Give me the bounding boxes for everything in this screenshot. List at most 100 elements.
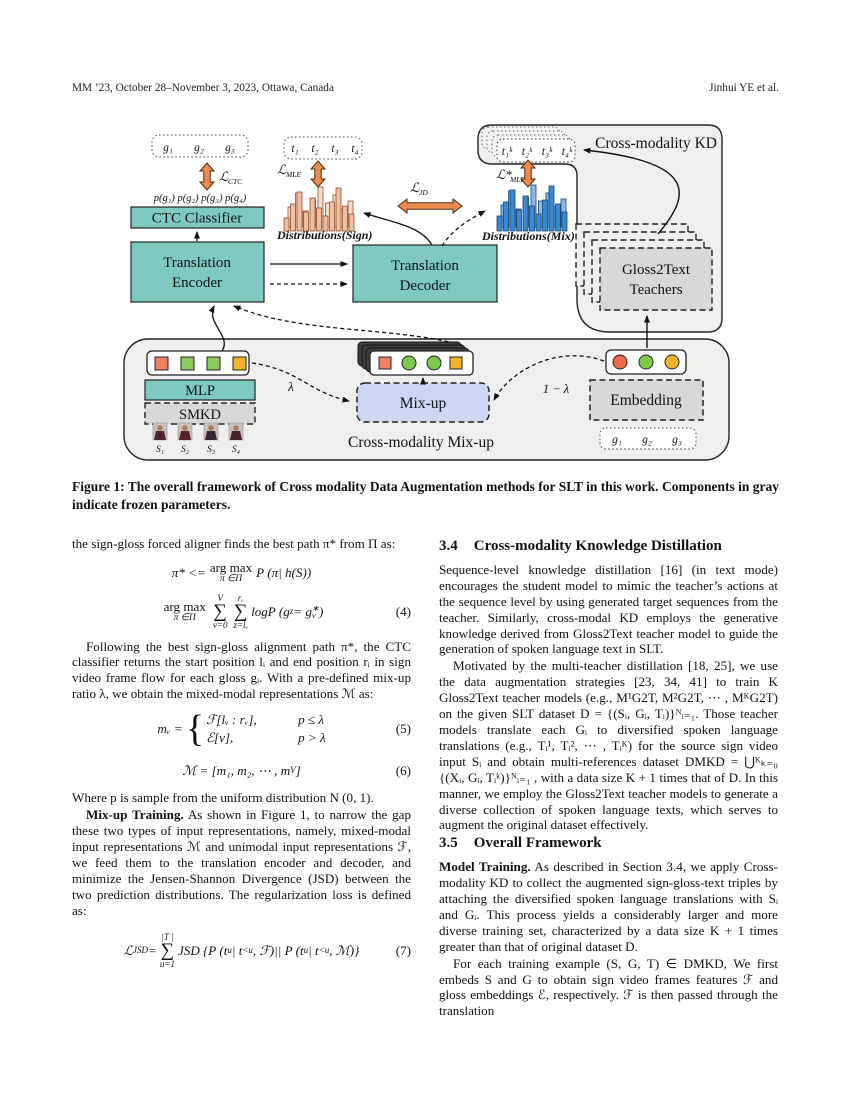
math-sub: <u — [318, 944, 330, 955]
section-number: 3.5 — [439, 835, 458, 852]
bold-lead: Mix-up Training. — [86, 807, 184, 823]
paragraph-text: As shown in Figure 1, to narrow the gap … — [72, 807, 411, 918]
paragraph: For each training example (S, G, T) ∈ DM… — [439, 955, 778, 1019]
decoder-label-2: Decoder — [400, 278, 451, 294]
case-row: ℱ[lᵥ : rᵥ],p ≤ λ — [206, 711, 326, 729]
paragraph: the sign-gloss forced aligner finds the … — [72, 536, 396, 551]
math-sub: u — [303, 944, 309, 955]
mixup-label: Mix-up — [400, 395, 447, 412]
mle-sign-arrow — [309, 160, 327, 188]
embedding-circle-red — [612, 354, 628, 370]
sum-lower: z=lᵥ — [233, 619, 249, 630]
math-text: P (π| h(S)) — [256, 564, 312, 580]
gloss-token: g₃ — [225, 142, 235, 154]
sigma: ∑ — [160, 939, 175, 961]
mixed-circle-green — [401, 355, 417, 371]
distributions-sign-label: Distributions(Sign) — [276, 228, 372, 242]
math-text: logP (g — [251, 603, 290, 619]
gloss-token: g₂ — [194, 142, 204, 154]
math-text: , ℳ)} — [329, 942, 360, 958]
distributions-mix-label: Distributions(Mix) — [481, 229, 575, 243]
ctc-classifier-label: CTC Classifier — [152, 211, 242, 227]
section-heading-3-5: 3.5 Overall Framework — [439, 835, 778, 852]
feature-square-yellow — [232, 356, 247, 371]
signer-thumbnail — [152, 422, 168, 441]
text-token: t₂ — [311, 143, 318, 155]
math-sub: <u — [242, 944, 253, 955]
paragraph: Motivated by the multi-teacher distillat… — [439, 658, 778, 833]
sign-feature-token-box — [146, 350, 250, 376]
one-minus-lambda-label: 1 − λ — [543, 382, 570, 396]
math-text: = g — [293, 603, 312, 619]
equation-number: (7) — [395, 942, 411, 958]
paragraph: Model Training. As described in Section … — [439, 859, 778, 954]
mle-mix-loss-label: ℒ* — [496, 167, 512, 182]
teacher-token: t₃ᵏ — [542, 146, 553, 158]
encoder-label-1: Translation — [163, 255, 231, 271]
mle-sign-loss-sub: MLE — [285, 170, 301, 179]
mle-mix-loss-sub: MLE — [509, 175, 525, 184]
equation-number: (4) — [395, 603, 411, 619]
sum-upper: |T | — [161, 931, 174, 942]
embedding-circle-yellow — [664, 354, 680, 370]
mixed-to-encoder-arrow — [233, 305, 463, 346]
ctc-loss-arrow — [198, 162, 216, 191]
mixed-token-stack — [357, 341, 474, 376]
ctc-loss-label: ℒ — [219, 169, 229, 184]
gloss-token: g₃ — [672, 434, 682, 446]
sigma: ∑ — [233, 600, 248, 622]
encoder-label-2: Encoder — [172, 275, 222, 291]
two-column-text: the sign-gloss forced aligner finds the … — [72, 536, 779, 1020]
sum-upper: V — [217, 592, 223, 603]
mixed-circle-green — [426, 355, 442, 371]
decoder-to-mix-dist-arrow — [441, 210, 486, 247]
gloss-embedding-token-box — [605, 349, 687, 375]
feature-square-green — [206, 356, 221, 371]
section-title: Overall Framework — [473, 835, 602, 852]
sum-operator: rᵥ ∑ z=lᵥ — [233, 593, 249, 630]
math-text: ℱ[lᵥ : rᵥ], — [206, 712, 257, 728]
math-text: p > λ — [298, 729, 326, 745]
features-to-mixup-arrow — [251, 362, 350, 403]
teacher-token: t₁ᵏ — [502, 146, 513, 158]
jd-loss-sub: JD — [419, 188, 428, 197]
sup-sub-stack: ∗v — [311, 602, 320, 619]
sum-operator: V ∑ v=0 — [212, 592, 228, 630]
authors-short: Jinhui YE et al. — [709, 82, 779, 94]
smkd-box — [144, 402, 256, 425]
signer-thumbnails: S₁ S₂ S₃ S₄ — [152, 422, 244, 455]
math-sub: π ∈Π — [219, 574, 243, 584]
paragraph: Sequence-level knowledge distillation [1… — [439, 561, 778, 657]
section-number: 3.4 — [439, 538, 458, 554]
gloss-token: g₁ — [612, 434, 622, 446]
math-text: = — [148, 942, 157, 958]
teacher-token: t₂ᵏ — [522, 146, 533, 158]
jd-loss-label: ℒ — [410, 180, 420, 195]
paragraph-text: As described in Section 3.4, we apply Cr… — [439, 859, 778, 954]
gloss-probabilities: p(g₁) p(g₂) p(g₃) p(g₄) — [153, 193, 247, 204]
gloss-token: g₁ — [163, 142, 173, 154]
teachers-label-1: Gloss2Text — [622, 262, 691, 278]
mixed-square-yellow — [449, 356, 463, 370]
math-sub: u — [227, 944, 232, 955]
sum-lower: v=0 — [212, 619, 228, 630]
mlp-box — [144, 379, 256, 401]
math-text: ℒ — [123, 942, 134, 958]
signer-label: S₃ — [207, 445, 215, 455]
equation-number: (5) — [395, 720, 411, 736]
text-token-box: t₁ t₂ t₃ t₄ — [283, 136, 363, 160]
translation-decoder-box — [352, 244, 498, 303]
signer-thumbnail — [228, 422, 244, 441]
sigma: ∑ — [213, 600, 227, 622]
lambda-label: λ — [287, 379, 294, 394]
math-sup: ∗ — [311, 602, 320, 613]
bold-lead: Model Training. — [439, 859, 531, 875]
sign-distribution-histogram — [283, 186, 355, 232]
text-token: t₁ — [291, 143, 298, 155]
